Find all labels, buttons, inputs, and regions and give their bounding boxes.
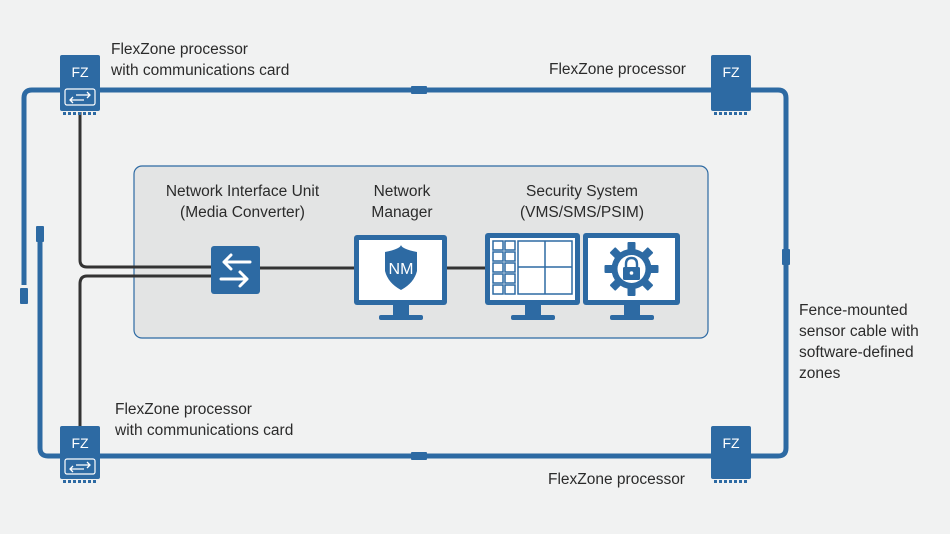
connector-pins [63,112,96,115]
fz-label: FZ [722,435,740,451]
coupler-right [782,249,790,265]
label-line: Network [373,183,431,200]
sensor-cable-loop [21,87,789,459]
label-line: software-defined [799,344,914,361]
network-interface-unit-icon [211,246,260,294]
coupler-top [411,86,427,94]
fz-processor-bottom-left: FZ [60,426,100,483]
fz-label: FZ [71,64,89,80]
label-line: with communications card [111,62,290,79]
video-grid-icon [492,240,573,295]
coupler-left-lower [20,288,28,304]
nm-label-text: Network Manager [352,181,452,223]
connector-pins [714,112,747,115]
shield-icon [385,245,417,290]
label-line: Security System [526,183,638,200]
coupler-bottom [411,452,427,460]
fz-top-right-label: FlexZone processor [549,61,686,78]
arrows-icon [69,461,91,473]
comms-card-icon [64,458,96,475]
fz-processor-top-left: FZ [60,55,100,115]
label-line: (Media Converter) [180,204,305,221]
lock-shackle [624,256,639,268]
connector-pins [63,480,96,483]
cable-couplers [20,86,790,460]
niu-label: Network Interface Unit (Media Converter) [150,181,335,223]
security-lock-monitor [583,233,680,320]
fz-bottom-right-label: FlexZone processor [548,471,685,488]
label-line: zones [799,365,841,382]
fz-processor-top-right: FZ [711,55,751,115]
fz-bottom-left-label: FlexZone processor with communications c… [115,399,293,441]
label-line: sensor cable with [799,323,919,340]
label-line: Manager [371,204,433,221]
comms-card-icon [64,88,96,106]
network-manager-monitor: NM [354,235,447,320]
connector-pins [714,480,747,483]
sensor-cable-label: Fence-mounted sensor cable with software… [799,300,919,384]
arrows-icon [69,91,91,104]
label-line: FlexZone processor [111,41,248,58]
communication-lines [78,112,487,432]
fz-top-left-label: FlexZone processor with communications c… [111,39,289,81]
label-line: Network Interface Unit [165,183,320,200]
fz-label: FZ [71,435,89,451]
label-line: (VMS/SMS/PSIM) [519,204,644,221]
security-system-label: Security System (VMS/SMS/PSIM) [498,181,666,223]
nm-label: NM [389,261,414,278]
coupler-left-upper [36,226,44,242]
label-line: with communications card [115,422,294,439]
fz-processor-bottom-right: FZ [711,426,751,483]
fz-label: FZ [722,64,740,80]
label-line: Fence-mounted [799,302,908,319]
gear-lock-icon [604,242,659,296]
label-line: FlexZone processor [115,401,252,418]
vms-grid-monitor [485,233,580,320]
